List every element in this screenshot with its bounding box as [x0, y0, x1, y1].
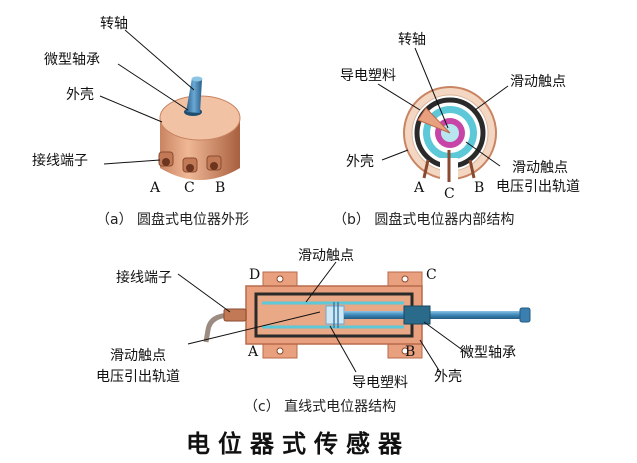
leader-plastic-c	[329, 325, 357, 373]
label-track1-b: 滑动触点	[512, 159, 568, 176]
pin-a-figure-b: A	[413, 180, 425, 196]
disc-terminal-b	[468, 159, 476, 179]
corner-b: B	[405, 344, 415, 360]
pin-a-figure-a: A	[149, 180, 161, 196]
label-bearing-c: 微型轴承	[460, 345, 516, 361]
leader-bearing-c	[423, 321, 469, 355]
leader-terminal-a	[103, 159, 161, 165]
label-slider-b: 滑动触点	[510, 73, 566, 90]
linear-wiper	[325, 305, 345, 325]
corner-c: C	[426, 267, 437, 283]
label-housing-c: 外壳	[434, 368, 462, 385]
leader-slider-c	[305, 261, 337, 303]
label-shaft-a: 转轴	[100, 16, 128, 32]
leader-terminal-c	[177, 273, 231, 313]
caption-figure-c: （c） 直线式电位器结构	[244, 398, 396, 415]
caption-figure-b: （b） 圆盘式电位器内部结构	[333, 211, 514, 228]
leader-plastic-b	[377, 83, 421, 111]
disc-terminals	[158, 151, 222, 173]
label-track2-b: 电压引出轨道	[496, 179, 580, 195]
leader-bearing-a	[117, 63, 189, 111]
label-shaft-b: 转轴	[398, 32, 426, 48]
page-title: 电位器式传感器	[186, 429, 410, 458]
leader-housing-a	[99, 95, 163, 123]
label-micro-bearing-a: 微型轴承	[44, 52, 100, 68]
caption-figure-a: （a） 圆盘式电位器外形	[96, 211, 249, 228]
label-terminal-c: 接线端子	[116, 269, 172, 286]
leader-track-b	[465, 141, 501, 167]
figure-b-disc-interior: 转轴 导电塑料 滑动触点 外壳 滑动触点 电压引出轨道 A C B （b） 圆盘…	[333, 32, 580, 228]
leader-housing-b	[381, 149, 409, 161]
linear-rod-end	[519, 307, 531, 323]
label-track1-c: 滑动触点	[110, 347, 166, 364]
leader-housing-c	[419, 339, 441, 373]
figure-a-disc-exterior: 转轴 微型轴承 外壳 接线端子 A C B （a） 圆盘式电位器外形	[32, 16, 249, 228]
corner-d: D	[249, 267, 260, 283]
disc-terminal-a	[422, 159, 430, 179]
figure-c-linear: D C A B 滑动触点 接线端子 滑动触点 电压引出轨道 导电塑料 微型轴承 …	[96, 247, 531, 415]
disc-shaft	[186, 78, 202, 113]
linear-terminal	[223, 308, 247, 322]
linear-micro-bearing	[403, 305, 431, 325]
label-terminal-a: 接线端子	[32, 152, 88, 169]
linear-rod	[344, 311, 522, 319]
label-plastic-c: 导电塑料	[352, 375, 408, 391]
label-housing-a: 外壳	[66, 86, 94, 103]
label-housing-b: 外壳	[346, 153, 374, 170]
label-slider-c: 滑动触点	[298, 247, 354, 264]
disc-wiper	[417, 107, 451, 134]
leader-shaft-a	[124, 29, 195, 91]
label-plastic-b: 导电塑料	[340, 68, 396, 84]
leader-shaft-b	[414, 47, 449, 129]
pin-b-figure-b: B	[474, 180, 484, 196]
leader-track-c	[187, 311, 321, 345]
pin-b-figure-a: B	[215, 180, 225, 196]
corner-a: A	[247, 344, 259, 360]
pin-c-figure-b: C	[444, 186, 455, 202]
pin-c-figure-a: C	[184, 180, 195, 196]
leader-slider-b	[474, 85, 509, 111]
label-track2-c: 电压引出轨道	[96, 369, 180, 385]
